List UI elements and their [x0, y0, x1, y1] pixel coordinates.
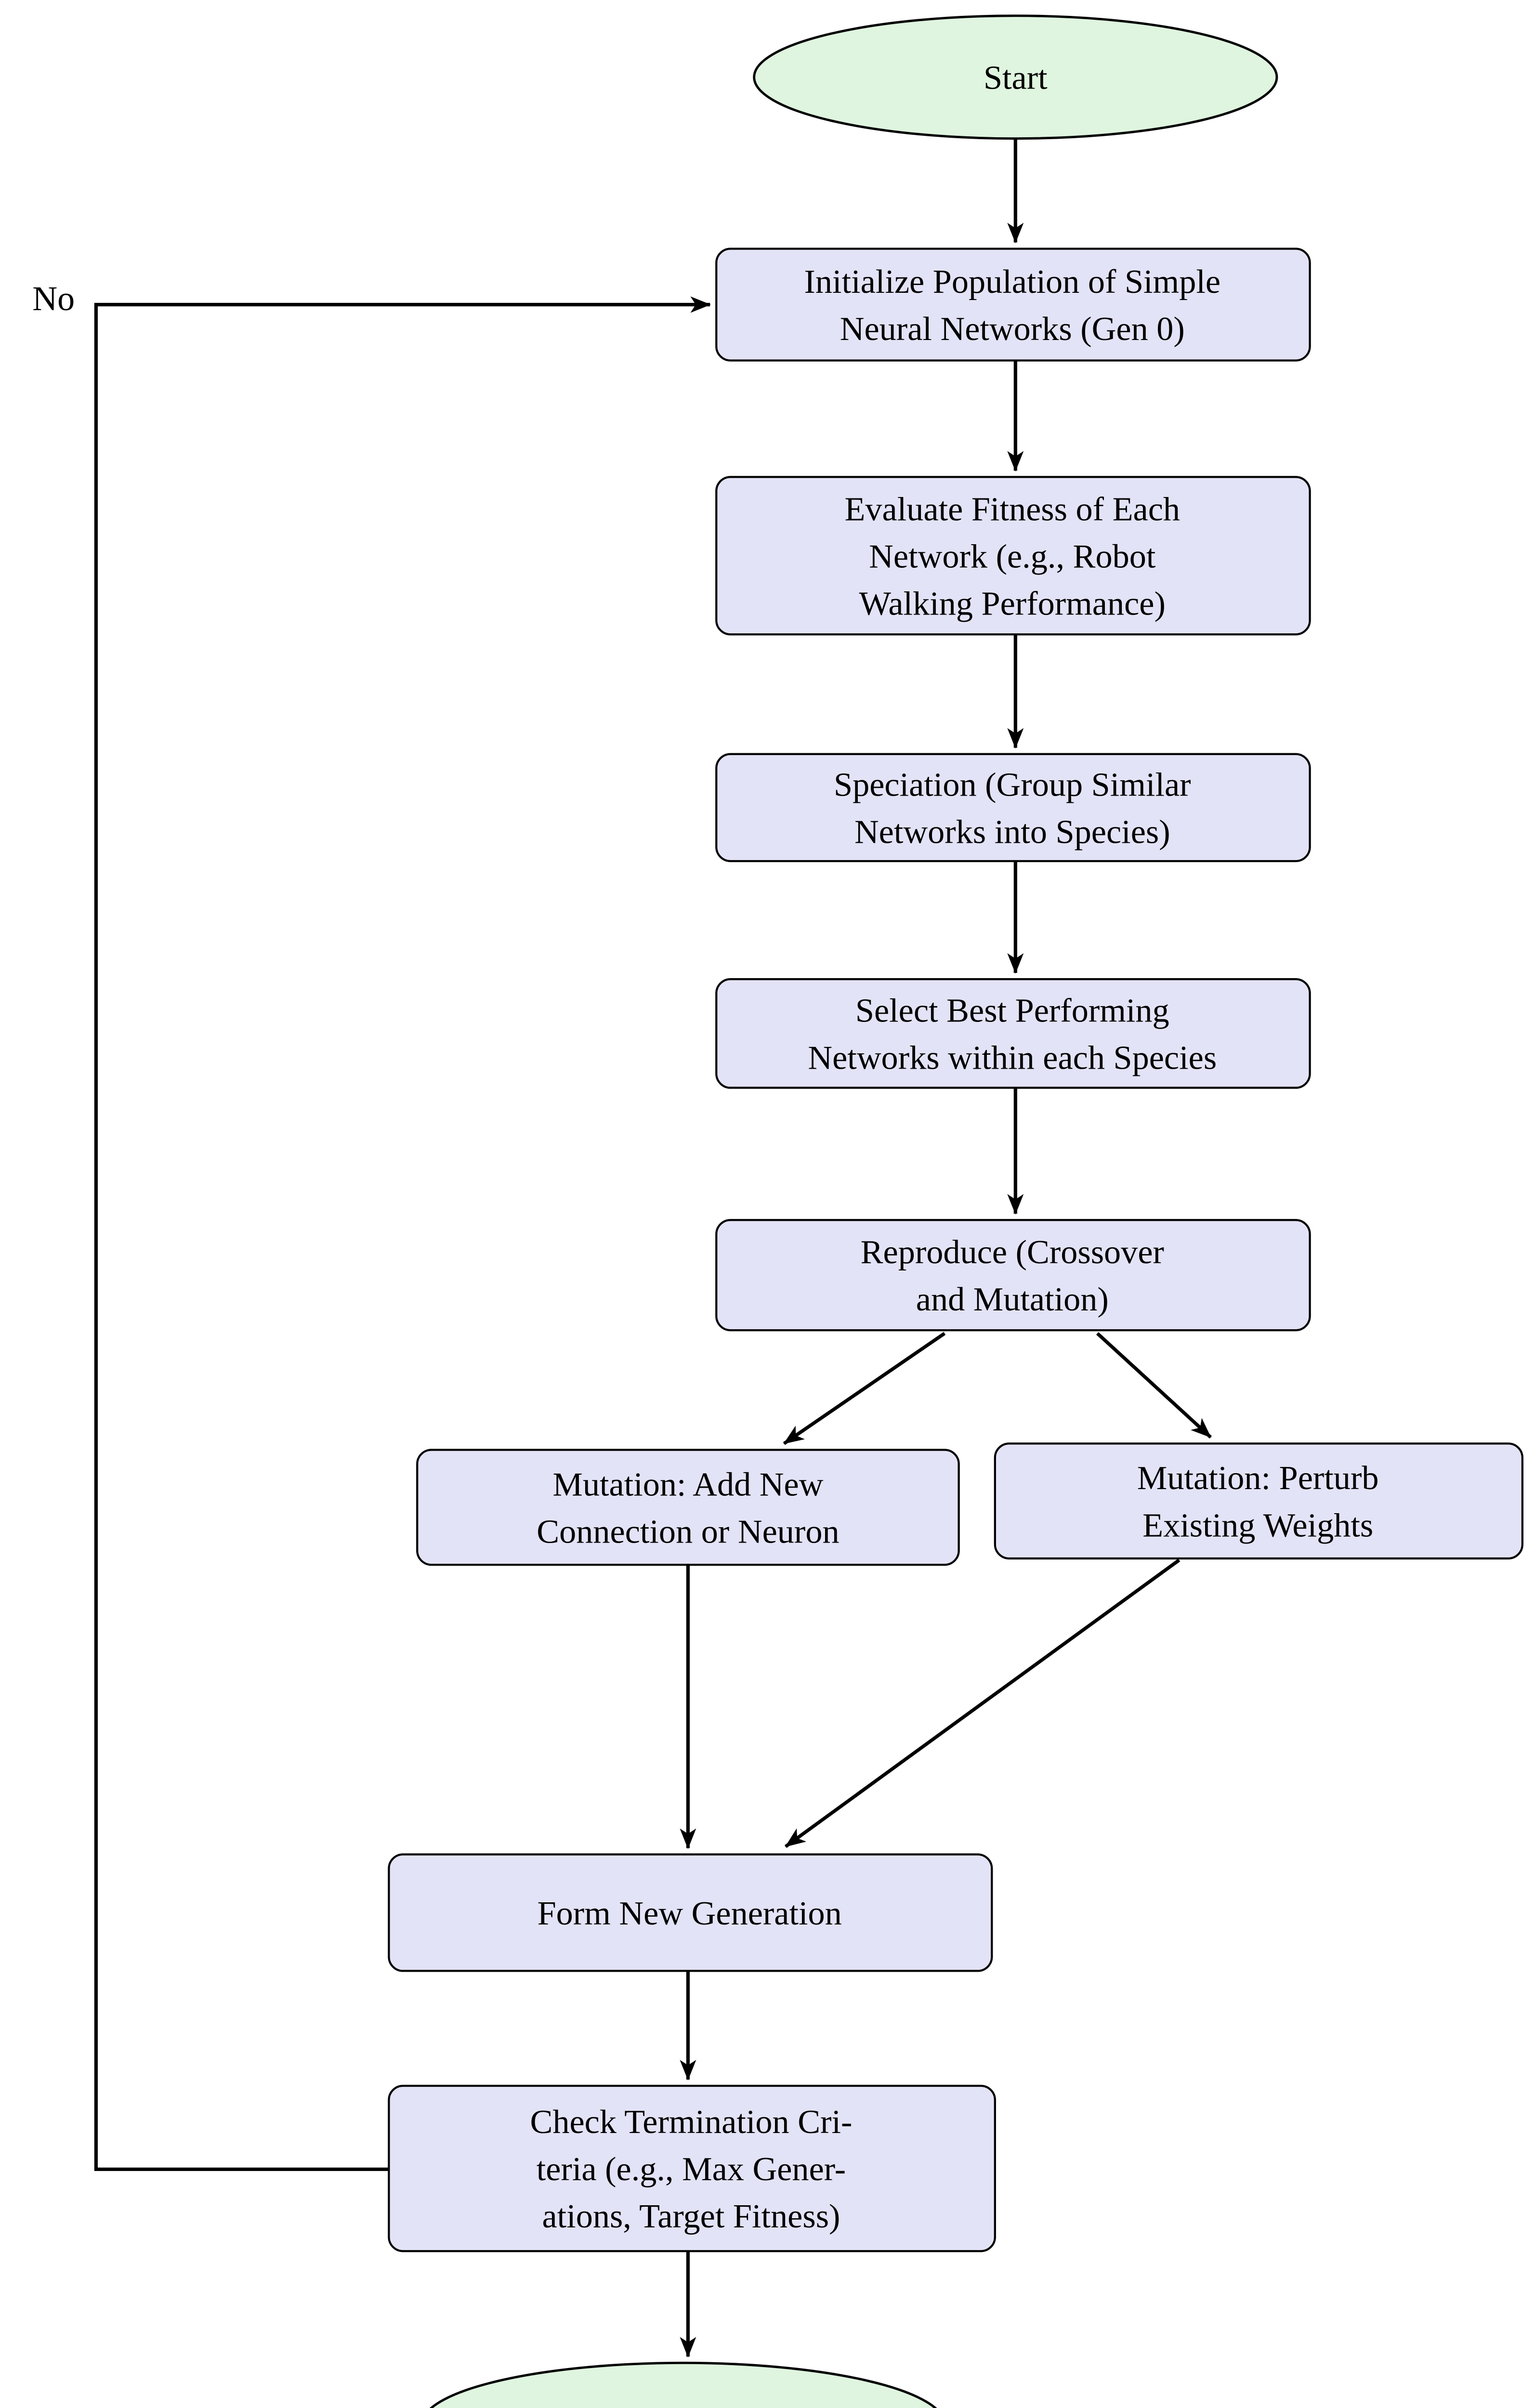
evaluate-label-line1: Evaluate Fitness of Each — [844, 490, 1180, 528]
mutation-perturb-box — [994, 1442, 1523, 1560]
mutation-perturb-label-line2: Existing Weights — [1142, 1506, 1373, 1544]
node-end: End — [429, 2361, 937, 2408]
form-label-line1: Form New Generation — [538, 1895, 842, 1932]
check-box — [388, 2084, 996, 2252]
initialize-label-line2: Neural Networks (Gen 0) — [840, 310, 1185, 348]
mutation-add-label-line1: Mutation: Add New — [552, 1466, 823, 1503]
node-start: Start — [753, 14, 1278, 140]
nodes: Start Initialize Population of Simple Ne… — [388, 14, 1523, 2408]
check-label-line2: teria (e.g., Max Gener- — [537, 2150, 846, 2188]
speciation-label-line2: Networks into Species) — [854, 813, 1170, 851]
reproduce-box — [715, 1219, 1311, 1332]
edge-reproduce-to-mutation-perturb — [1096, 1332, 1212, 1439]
edges: No — [32, 138, 1212, 2357]
node-speciation: Speciation (Group Similar Networks into … — [715, 753, 1311, 863]
node-check-termination: Check Termination Cri- teria (e.g., Max … — [388, 2084, 996, 2252]
mutation-add-box — [416, 1449, 960, 1566]
select-box — [715, 978, 1311, 1089]
node-reproduce: Reproduce (Crossover and Mutation) — [715, 1219, 1311, 1332]
select-label-line1: Select Best Performing — [855, 992, 1169, 1029]
initialize-box — [715, 248, 1311, 362]
edge-no-loop-check-to-init — [94, 296, 711, 2171]
mutation-perturb-label-line1: Mutation: Perturb — [1137, 1459, 1379, 1497]
node-mutation-perturb: Mutation: Perturb Existing Weights — [994, 1442, 1523, 1560]
edge-label-no: No — [32, 279, 75, 318]
evaluate-label-line2: Network (e.g., Robot — [869, 537, 1156, 575]
check-label-line3: ations, Target Fitness) — [542, 2198, 840, 2235]
node-select-best: Select Best Performing Networks within e… — [715, 978, 1311, 1089]
initialize-label-line1: Initialize Population of Simple — [804, 263, 1221, 301]
end-terminal-shape — [429, 2361, 937, 2408]
select-label-line2: Networks within each Species — [808, 1039, 1217, 1076]
edge-reproduce-to-mutation-add — [783, 1332, 946, 1445]
evaluate-box — [715, 476, 1311, 636]
reproduce-label-line1: Reproduce (Crossover — [861, 1233, 1164, 1271]
speciation-label-line1: Speciation (Group Similar — [834, 766, 1191, 803]
edge-mutation-perturb-to-form — [784, 1558, 1181, 1848]
form-box — [388, 1853, 993, 1972]
start-terminal-shape — [753, 14, 1278, 140]
mutation-add-label-line2: Connection or Neuron — [537, 1513, 839, 1550]
evaluate-label-line3: Walking Performance) — [859, 585, 1166, 622]
node-mutation-add: Mutation: Add New Connection or Neuron — [416, 1449, 960, 1566]
end-label: End — [656, 2406, 710, 2408]
reproduce-label-line2: and Mutation) — [916, 1281, 1109, 1318]
node-evaluate-fitness: Evaluate Fitness of Each Network (e.g., … — [715, 476, 1311, 636]
node-form-new-generation: Form New Generation — [388, 1853, 993, 1972]
speciation-box — [715, 753, 1311, 863]
check-label-line1: Check Termination Cri- — [530, 2103, 852, 2141]
start-label: Start — [984, 59, 1048, 97]
node-initialize-population: Initialize Population of Simple Neural N… — [715, 248, 1311, 362]
